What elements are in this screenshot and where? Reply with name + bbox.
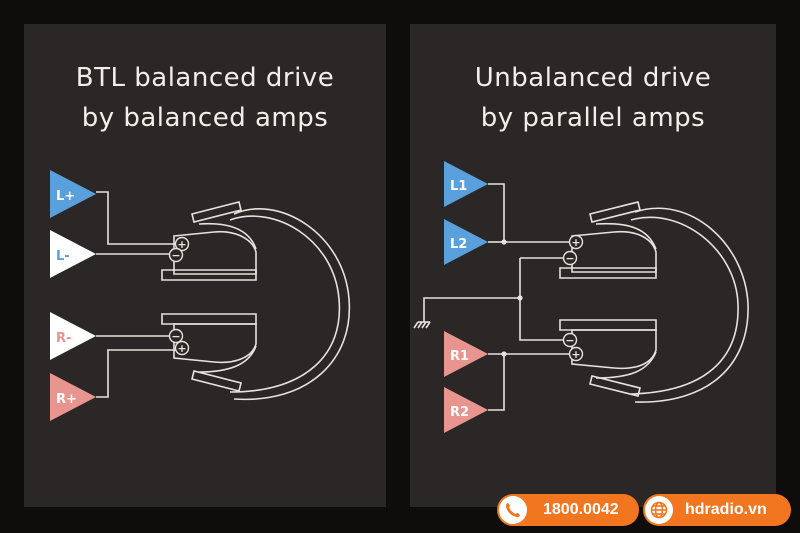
headband-inner	[630, 216, 739, 395]
svg-text:L2: L2	[450, 237, 467, 252]
website-url: hdradio.vn	[685, 501, 767, 518]
earcup-bottom	[589, 375, 641, 397]
headband-inner	[229, 215, 341, 393]
terminal-lower-minus: −	[168, 328, 184, 344]
terminal-upper-minus: −	[168, 247, 184, 263]
btl-balanced-panel: BTL balanced drive by balanced amps	[24, 24, 386, 507]
terminal-lower-plus: +	[568, 346, 584, 362]
headband	[634, 207, 749, 403]
svg-text:−: −	[565, 252, 574, 265]
amp-l2: L2	[444, 219, 488, 265]
parallel-wiring-diagram: + − − + L1 L2 R1 R2	[413, 161, 749, 433]
panel-title: Unbalanced drive by parallel amps	[410, 58, 776, 138]
svg-text:+: +	[571, 236, 580, 249]
phone-number: 1800.0042	[543, 501, 619, 518]
svg-text:+: +	[177, 238, 186, 251]
phone-icon	[499, 496, 527, 524]
amp-r2: R2	[444, 387, 488, 433]
panel-title: BTL balanced drive by balanced amps	[24, 58, 386, 138]
earcup-top	[589, 201, 641, 223]
svg-text:R-: R-	[56, 331, 71, 346]
contact-badges: 1800.0042 hdradio.vn	[497, 494, 797, 528]
terminal-upper-plus: +	[174, 236, 190, 252]
terminal-lower-minus: −	[562, 332, 578, 348]
svg-text:+: +	[177, 342, 186, 355]
svg-text:L-: L-	[56, 249, 70, 264]
btl-wiring-diagram: + − − + L+ L- R- R+	[50, 170, 351, 421]
amp-l-minus: L-	[50, 230, 96, 278]
svg-text:L+: L+	[56, 189, 75, 204]
svg-text:R1: R1	[450, 349, 469, 364]
svg-text:−: −	[171, 249, 180, 262]
title-line-1: BTL balanced drive	[75, 63, 335, 93]
amp-l-plus: L+	[50, 170, 96, 218]
amp-l1: L1	[444, 161, 488, 207]
title-line-2: by balanced amps	[81, 103, 329, 133]
title-line-2: by parallel amps	[480, 103, 706, 133]
unbalanced-parallel-panel: Unbalanced drive by parallel amps	[410, 24, 776, 507]
terminal-lower-plus: +	[174, 340, 190, 356]
phone-badge[interactable]: 1800.0042	[497, 494, 639, 526]
terminal-upper-plus: +	[568, 234, 584, 250]
terminal-upper-minus: −	[562, 250, 578, 266]
headband	[233, 208, 351, 401]
website-badge[interactable]: hdradio.vn	[643, 494, 791, 526]
title-line-1: Unbalanced drive	[474, 63, 712, 93]
svg-text:+: +	[571, 348, 580, 361]
amp-r1: R1	[444, 331, 488, 377]
svg-text:−: −	[565, 334, 574, 347]
svg-text:L1: L1	[450, 179, 467, 194]
amp-r-minus: R-	[50, 312, 96, 360]
earcup-top	[191, 201, 242, 223]
amp-r-plus: R+	[50, 373, 96, 421]
svg-text:−: −	[171, 330, 180, 343]
svg-text:R2: R2	[450, 405, 469, 420]
earcup-bottom	[191, 370, 242, 392]
globe-icon	[645, 496, 673, 524]
svg-text:R+: R+	[56, 392, 77, 407]
